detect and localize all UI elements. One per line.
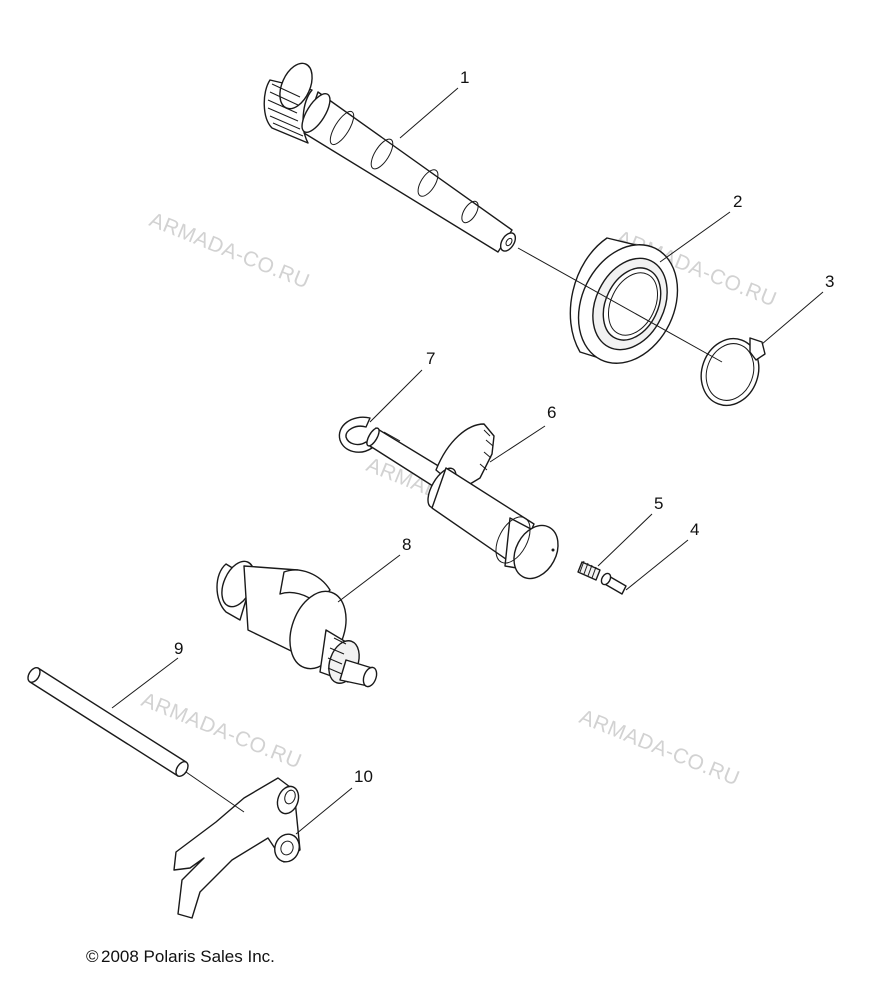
part-8-shift-assembly xyxy=(216,560,378,688)
leader-8 xyxy=(337,554,401,603)
leader-10 xyxy=(295,787,353,835)
callout-5: 5 xyxy=(654,494,663,513)
assembly-line-shaft-bearing xyxy=(517,247,723,363)
part-1-gear-shaft xyxy=(263,62,517,253)
part-5-spring xyxy=(577,560,601,581)
watermark-5: ARMADA-CO.RU xyxy=(576,705,743,790)
part-3-snap-ring xyxy=(700,337,766,407)
leader-6 xyxy=(489,425,546,463)
leader-9 xyxy=(111,657,179,709)
leader-4 xyxy=(625,539,689,591)
leader-2 xyxy=(659,211,731,263)
part-4-pin xyxy=(600,572,627,595)
part-7-e-clip xyxy=(338,416,373,453)
leader-5 xyxy=(597,513,653,567)
leader-7 xyxy=(369,369,423,423)
callout-6: 6 xyxy=(547,403,556,422)
callout-9: 9 xyxy=(174,639,183,658)
copyright-text: 2008 Polaris Sales Inc. xyxy=(101,947,275,966)
leader-lines xyxy=(111,87,824,835)
assembly-line-rod-fork xyxy=(185,771,245,813)
part-9-rod xyxy=(27,667,189,777)
watermark-1: ARMADA-CO.RU xyxy=(146,208,313,293)
part-2-bearing xyxy=(569,237,679,364)
callout-2: 2 xyxy=(733,192,742,211)
callout-4: 4 xyxy=(690,520,699,539)
callout-1: 1 xyxy=(460,68,469,87)
part-6-shift-shaft xyxy=(366,423,559,580)
callout-10: 10 xyxy=(354,767,373,786)
leader-3 xyxy=(761,291,824,345)
copyright-symbol: © xyxy=(86,947,99,966)
part-10-shift-fork xyxy=(173,777,301,919)
callout-7: 7 xyxy=(426,349,435,368)
callout-3: 3 xyxy=(825,272,834,291)
leader-1 xyxy=(399,87,459,139)
callout-numbers: 1 2 3 4 5 6 7 8 9 10 xyxy=(174,68,834,786)
copyright: © 2008 Polaris Sales Inc. xyxy=(86,947,275,966)
callout-8: 8 xyxy=(402,535,411,554)
